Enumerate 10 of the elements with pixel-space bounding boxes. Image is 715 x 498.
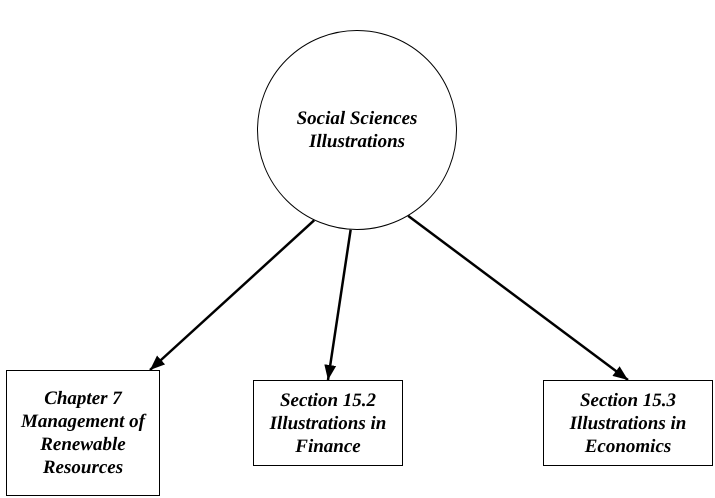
topic-box: [543, 380, 713, 466]
node-label: Chapter 7 Management of Renewable Resources: [20, 387, 147, 479]
node-label: Section 15.2 Illustrations in Finance: [268, 388, 388, 458]
topic-box: [6, 370, 160, 496]
topic-box: [253, 380, 403, 466]
node-label: Section 15.3 Illustrations in Economics: [568, 388, 688, 458]
node-label: Social Sciences Illustrations: [296, 107, 418, 153]
arrow: [324, 230, 352, 380]
arrow: [407, 214, 629, 381]
arrow: [149, 219, 315, 371]
